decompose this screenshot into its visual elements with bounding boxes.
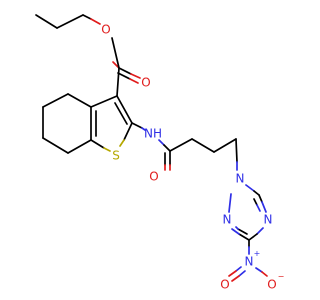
bond-ch2-o — [82, 14, 92, 20]
atom-o-amide: O — [149, 170, 158, 184]
bond-carbonyl-o-double-a-red — [130, 73, 141, 79]
atom-nh-amide: NH — [144, 127, 162, 141]
bond-nnitro-o-double-red — [231, 275, 240, 282]
bond-nnitro-o-double2-red — [228, 270, 237, 277]
atom-o-ester-double: O — [141, 76, 150, 90]
bond-c7-c7a — [67, 139, 92, 154]
bond-c3-c2 — [116, 95, 133, 124]
bond-n-co-blue — [158, 139, 165, 146]
bond-c4-c5 — [42, 93, 69, 108]
bond-c3-n2 — [238, 233, 250, 241]
molecule-structure: O O NH S O N N N N + O O − — [35, 14, 285, 292]
bond-nnitro-o-single-red — [261, 271, 268, 277]
bond-c5-n4-blue — [261, 201, 267, 213]
atom-n-nitro-charge: + — [254, 249, 261, 258]
atom-o-nitro-single: O — [267, 278, 276, 292]
bond-co-ch2a — [169, 138, 193, 152]
bond-ch2a-ch2b — [191, 138, 215, 153]
atom-n-nitro: N — [245, 255, 254, 269]
bond-c2-s-yellow — [119, 139, 125, 147]
atom-o-nitro-charge: − — [278, 272, 285, 281]
bond-carbonyl-o-double-b — [117, 72, 131, 80]
bond-ch2c-n1 — [235, 138, 238, 163]
bond-carbonyl-ring — [116, 67, 120, 97]
bond-c2-s — [123, 122, 133, 141]
bond-nnitro-o-single-blue — [255, 267, 263, 273]
bond-carbonyl-o-double-a — [118, 67, 132, 75]
atom-n-triazole-2: N — [223, 213, 232, 227]
atom-s-thiophene: S — [112, 149, 120, 163]
bond-n1-c5-blue — [245, 184, 255, 192]
bond-ethyl-ch2 — [56, 14, 84, 29]
bond-c3-n2-blue — [231, 228, 240, 235]
bond-carbonyl-o-double-b-red — [129, 78, 139, 84]
bond-ethyl-ch3 — [35, 14, 58, 29]
bond-n4-c3 — [248, 233, 258, 241]
bond-c5-n4 — [258, 194, 263, 203]
bond-n2-n1-blue — [228, 193, 232, 213]
bond-o-carbonyl — [111, 37, 120, 69]
atom-o-ester-single: O — [101, 23, 110, 37]
bond-c2-n — [131, 122, 143, 129]
bond-c6-c7 — [42, 137, 69, 154]
bond-n4-c3-blue — [256, 227, 264, 235]
bond-c3-n2-double — [237, 228, 248, 235]
atom-o-nitro-double: O — [220, 278, 229, 292]
atom-n-triazole-4: N — [264, 213, 273, 227]
bond-ch2b-ch2c — [213, 138, 237, 153]
bond-c2-n-blue — [141, 127, 146, 131]
bond-ch2-o-red — [90, 18, 101, 25]
bond-nnitro-o-double-blue — [238, 270, 246, 277]
bond-c7a-s — [90, 139, 105, 149]
bond-c7a-s-yellow — [103, 147, 111, 152]
bond-n-co — [163, 144, 171, 152]
bond-c3-c3a — [90, 95, 118, 108]
bond-c5-n4-double — [253, 198, 258, 206]
bond-n1-c5 — [253, 190, 260, 196]
bond-nnitro-o-double2-blue — [235, 266, 242, 272]
bond-c3-c2-double — [114, 102, 128, 125]
bond-c3-n2-double-blue — [235, 226, 239, 230]
bond-c3a-c4 — [67, 93, 92, 108]
atom-n-triazole-1: N — [236, 172, 245, 186]
bond-c5-n4-double-blue — [256, 204, 261, 212]
